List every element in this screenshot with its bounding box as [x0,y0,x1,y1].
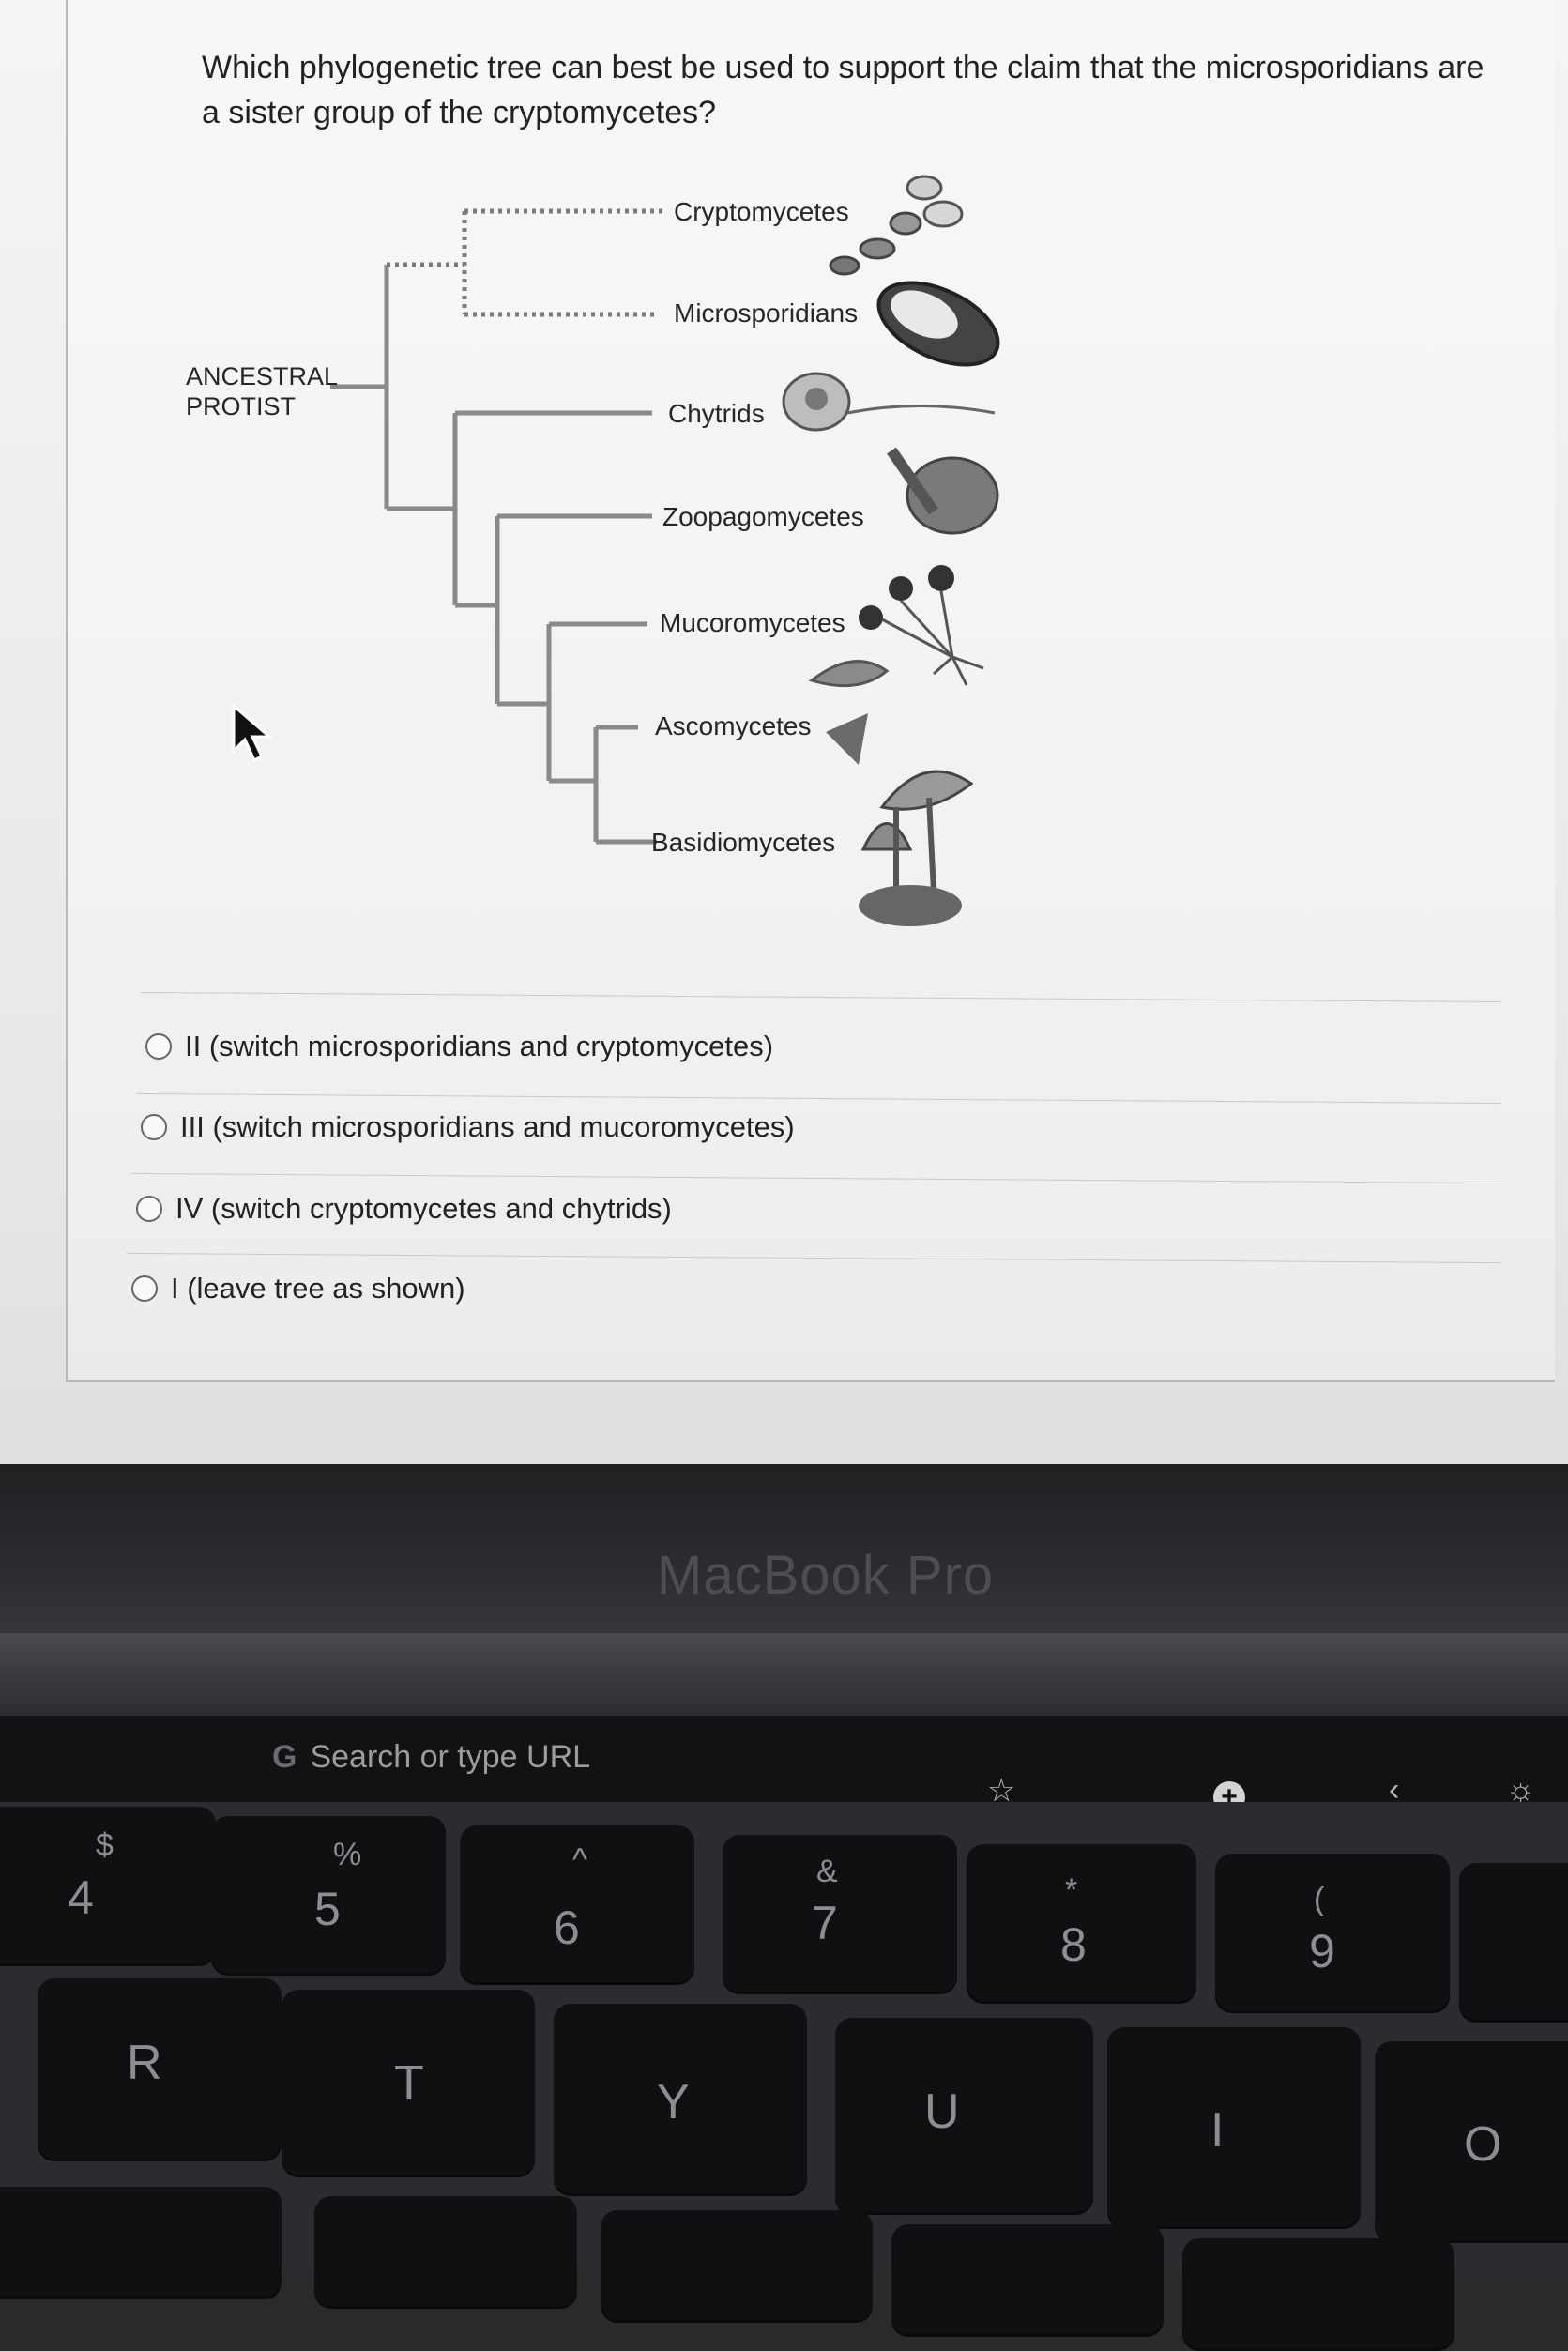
key-j[interactable] [891,2224,1164,2337]
key-0[interactable] [1459,1863,1568,2023]
key-g[interactable] [314,2196,577,2309]
option-ii[interactable]: II (switch microsporidians and cryptomyc… [145,1030,773,1063]
touchbar-search-label: Search or type URL [310,1739,591,1775]
key-7[interactable]: & 7 [723,1835,957,1994]
key-r[interactable]: R [38,1978,282,2161]
question-card [66,0,1555,1382]
browser-screen: Which phylogenetic tree can best be used… [0,0,1568,1492]
taxon-chytrids: Chytrids [668,399,765,428]
key-f[interactable] [0,2187,282,2299]
ascomycetes-illustration [808,660,890,765]
taxon-mucoromycetes: Mucoromycetes [660,608,845,637]
key-6[interactable]: ^ 6 [460,1825,694,1985]
key-o[interactable]: O [1375,2041,1568,2243]
basidiomycetes-illustration [859,770,974,926]
radio-button[interactable] [131,1275,158,1302]
tree-branches [330,175,1000,926]
phylogenetic-tree: ANCESTRAL PROTIST Cryptomycetes Microspo… [0,0,1568,995]
key-4[interactable]: $ 4 [0,1807,216,1966]
laptop-bezel [0,1464,1568,1652]
option-iii[interactable]: III (switch microsporidians and mucoromy… [141,1110,795,1144]
taxon-ascomycetes: Ascomycetes [655,711,812,740]
touchbar-search[interactable]: G Search or type URL [272,1739,590,1776]
radio-button[interactable] [141,1114,167,1140]
option-iv-label: IV (switch cryptomycetes and chytrids) [175,1192,672,1225]
key-9[interactable]: ( 9 [1215,1854,1450,2013]
option-i-label: I (leave tree as shown) [171,1272,465,1305]
option-ii-label: II (switch microsporidians and cryptomyc… [185,1030,774,1062]
mouse-cursor-icon [232,702,274,763]
google-icon: G [272,1739,297,1775]
back-chevron-icon[interactable]: ‹ [1389,1772,1400,1808]
microsporidians-illustration [876,281,1000,367]
laptop-brand: MacBook Pro [657,1545,995,1606]
zoopagomycetes-illustration [887,447,999,535]
key-8[interactable]: * 8 [967,1844,1196,2004]
key-h[interactable] [601,2210,873,2323]
root-label-line1: ANCESTRAL [186,362,339,390]
brightness-icon[interactable]: ☼ [1506,1772,1536,1808]
key-k[interactable] [1182,2238,1454,2351]
key-5[interactable]: % 5 [211,1816,446,1976]
option-iii-label: III (switch microsporidians and mucoromy… [180,1110,795,1143]
taxon-microsporidians: Microsporidians [674,298,859,328]
key-i[interactable]: I [1107,2027,1361,2229]
root-label: ANCESTRAL PROTIST [186,361,338,421]
taxon-zoopagomycetes: Zoopagomycetes [662,502,864,531]
option-i[interactable]: I (leave tree as shown) [131,1272,465,1305]
cryptomycetes-illustration [829,175,964,276]
mucoromycetes-illustration [859,565,984,686]
laptop-hinge [0,1633,1568,1717]
option-iv[interactable]: IV (switch cryptomycetes and chytrids) [136,1192,672,1226]
taxon-cryptomycetes: Cryptomycetes [674,197,849,226]
radio-button[interactable] [136,1196,162,1222]
taxon-basidiomycetes: Basidiomycetes [651,828,836,857]
root-label-line2: PROTIST [186,392,297,420]
chytrids-illustration [782,372,996,432]
touch-bar [0,1716,1568,1805]
question-prompt: Which phylogenetic tree can best be used… [202,50,1484,130]
key-t[interactable]: T [282,1990,535,2177]
radio-button[interactable] [145,1033,172,1060]
key-y[interactable]: Y [554,2004,807,2196]
key-u[interactable]: U [835,2018,1093,2215]
